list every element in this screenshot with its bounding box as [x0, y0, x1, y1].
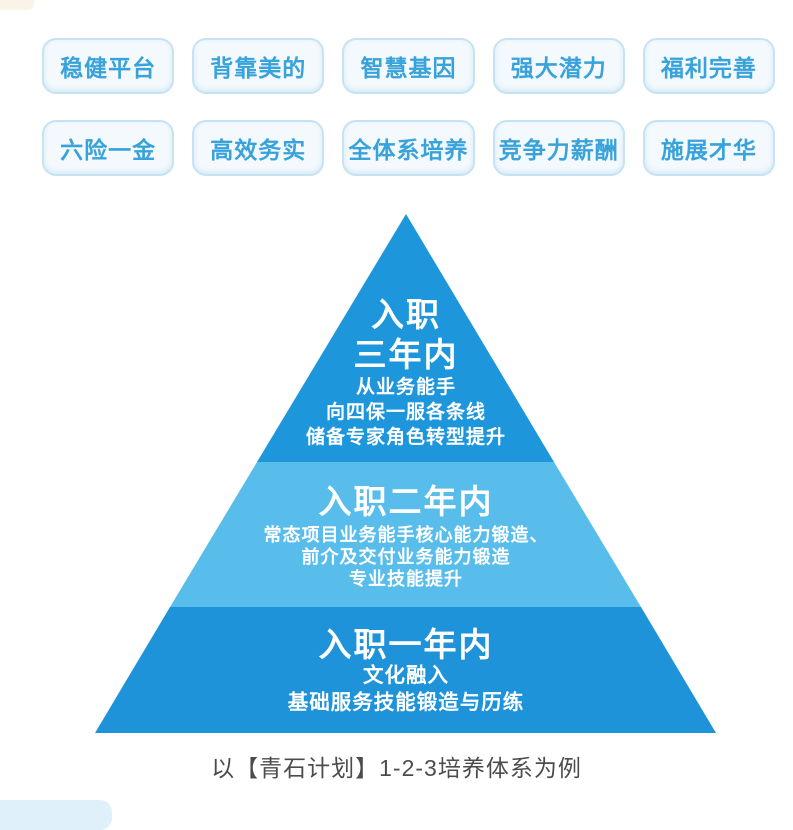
- tier-top-body-line-3: 储备专家角色转型提升: [305, 427, 507, 448]
- badge-stable-platform: 稳健平台: [42, 38, 175, 94]
- tier-middle-body-line-1: 常态项目业务能手核心能力锻造、: [263, 525, 549, 545]
- badge-backed-by-midea: 背靠美的: [192, 38, 325, 94]
- badge-strong-potential: 强大潜力: [492, 38, 625, 94]
- tier-bottom-body-line-2: 基础服务技能锻造与历练: [287, 691, 525, 714]
- tier-top-title-line-1: 入职: [371, 296, 441, 333]
- tier-middle-body: 常态项目业务能手核心能力锻造、 前介及交付业务能力锻造 专业技能提升: [264, 524, 549, 590]
- pyramid-tier-bottom-shape: [95, 607, 716, 733]
- tier-middle-body-line-2: 前介及交付业务能力锻造: [301, 547, 511, 567]
- badge-show-talent: 施展才华: [642, 120, 776, 176]
- badge-competitive-salary: 竞争力薪酬: [492, 120, 625, 176]
- tier-middle-body-line-3: 专业技能提升: [349, 569, 463, 589]
- tier-top-body-line-2: 向四保一服各条线: [325, 402, 487, 423]
- tier-top-body: 从业务能手 向四保一服各条线 储备专家角色转型提升: [306, 375, 506, 450]
- tier-bottom-body: 文化融入 基础服务技能锻造与历练: [288, 662, 525, 716]
- bottom-left-edge-artifact: [0, 800, 112, 830]
- badge-efficient-pragmatic: 高效务实: [192, 120, 325, 176]
- tier-top-body-line-1: 从业务能手: [355, 377, 457, 398]
- tier-bottom-body-line-1: 文化融入: [363, 664, 449, 687]
- top-left-edge-artifact: [0, 0, 34, 10]
- diagram-caption: 以【青石计划】1-2-3培养体系为例: [211, 755, 582, 781]
- tier-bottom-title: 入职一年内: [318, 626, 494, 663]
- tier-middle-title: 入职二年内: [318, 483, 494, 520]
- tier-top-title: 入职 三年内: [354, 295, 459, 375]
- badge-good-benefits: 福利完善: [642, 38, 776, 94]
- pyramid-tier-middle-shape: [170, 462, 641, 607]
- badge-smart-gene: 智慧基因: [342, 38, 475, 94]
- tier-top-title-line-2: 三年内: [353, 336, 459, 373]
- badge-row-1: 稳健平台 背靠美的 智慧基因 强大潜力 福利完善: [42, 38, 776, 94]
- badge-six-insurances: 六险一金: [42, 120, 175, 176]
- badge-row-2: 六险一金 高效务实 全体系培养 竞争力薪酬 施展才华: [42, 120, 776, 176]
- pyramid-tier-top-shape: [257, 214, 554, 462]
- badge-full-training: 全体系培养: [342, 120, 475, 176]
